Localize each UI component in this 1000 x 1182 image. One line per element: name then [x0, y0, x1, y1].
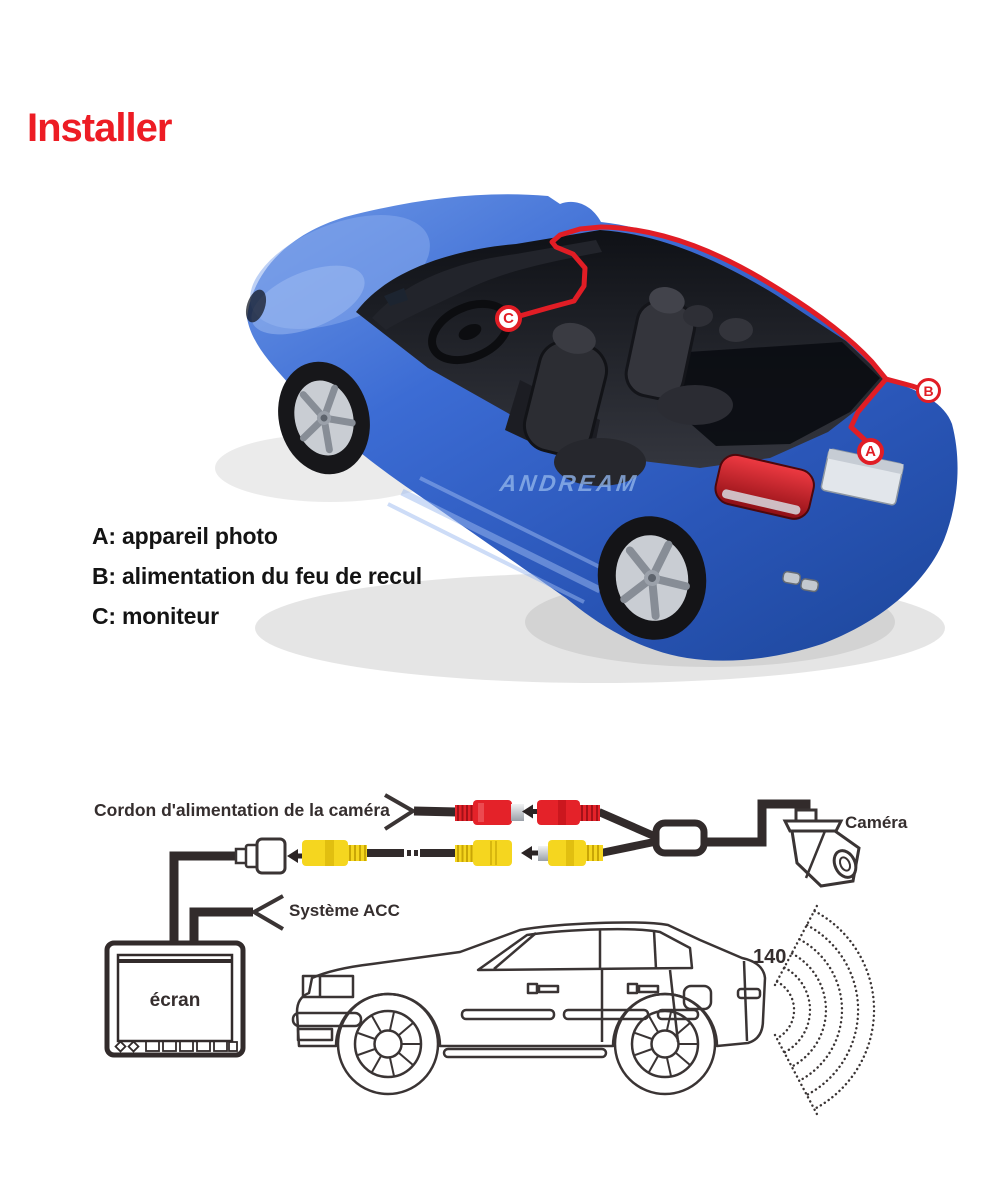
cables	[169, 799, 811, 946]
sedan-line-art	[291, 921, 767, 1096]
camera-label: Caméra	[845, 813, 908, 832]
door-handles	[526, 982, 660, 995]
blue-car-illustration	[215, 194, 958, 683]
legend-item-c: C: moniteur	[92, 603, 219, 629]
connect-arrow-icon	[287, 849, 303, 863]
legend-item-b: B: alimentation du feu de recul	[92, 563, 422, 589]
cable-break-dot	[414, 850, 418, 856]
rca-red-female	[455, 800, 524, 825]
acc-label-bracket	[249, 894, 285, 931]
seats	[505, 287, 753, 486]
rca-red-male	[537, 800, 600, 825]
xray-sill	[387, 476, 619, 604]
connect-arrow-icon	[521, 846, 538, 860]
page-title: Installer	[27, 106, 172, 150]
sedan-rear-wheel	[613, 992, 717, 1096]
marker-b-badge: B	[916, 378, 941, 403]
legend-item-a: A: appareil photo	[92, 523, 278, 549]
marker-a-badge: A	[857, 438, 884, 465]
screen-label: écran	[149, 990, 201, 1011]
camera-cord-label: Cordon d'alimentation de la caméra	[94, 800, 390, 820]
rca-yellow-male	[538, 840, 603, 866]
sedan-front-wheel	[336, 992, 440, 1096]
legend: A: appareil photo B: alimentation du feu…	[92, 516, 422, 636]
monitor-video-jack	[234, 837, 287, 875]
watermark: ANDREAM	[498, 470, 641, 496]
rca-silver-tip	[511, 804, 524, 821]
rca-yellow-female	[455, 840, 512, 866]
cable-break-dot	[407, 850, 411, 856]
cord-label-bracket	[383, 793, 417, 831]
rear-camera-icon	[782, 808, 861, 888]
rca-silver-tip	[538, 846, 550, 861]
side-mirror	[384, 288, 408, 306]
marker-c-badge: C	[495, 305, 522, 332]
monitor-icon	[104, 940, 246, 1058]
red-cable-branch-a	[848, 376, 889, 444]
rear-hatch-glass	[668, 342, 880, 446]
view-angle-label: 140	[753, 946, 787, 968]
acc-system-label: Système ACC	[289, 901, 400, 920]
connect-arrow-icon	[522, 804, 539, 819]
exhaust-pipes	[782, 570, 820, 593]
headlight	[245, 289, 267, 323]
wiring-diagram	[104, 793, 861, 1058]
taillight	[714, 453, 815, 520]
hood-highlight-2	[251, 265, 365, 335]
junction-box	[652, 819, 708, 857]
front-wheel	[278, 361, 370, 475]
camera-view-fan	[773, 900, 876, 1120]
monitor-buttons	[114, 1040, 238, 1053]
rca-yellow-male-monitor	[302, 840, 367, 866]
rear-wheel	[597, 516, 707, 640]
dashboard	[372, 240, 602, 330]
